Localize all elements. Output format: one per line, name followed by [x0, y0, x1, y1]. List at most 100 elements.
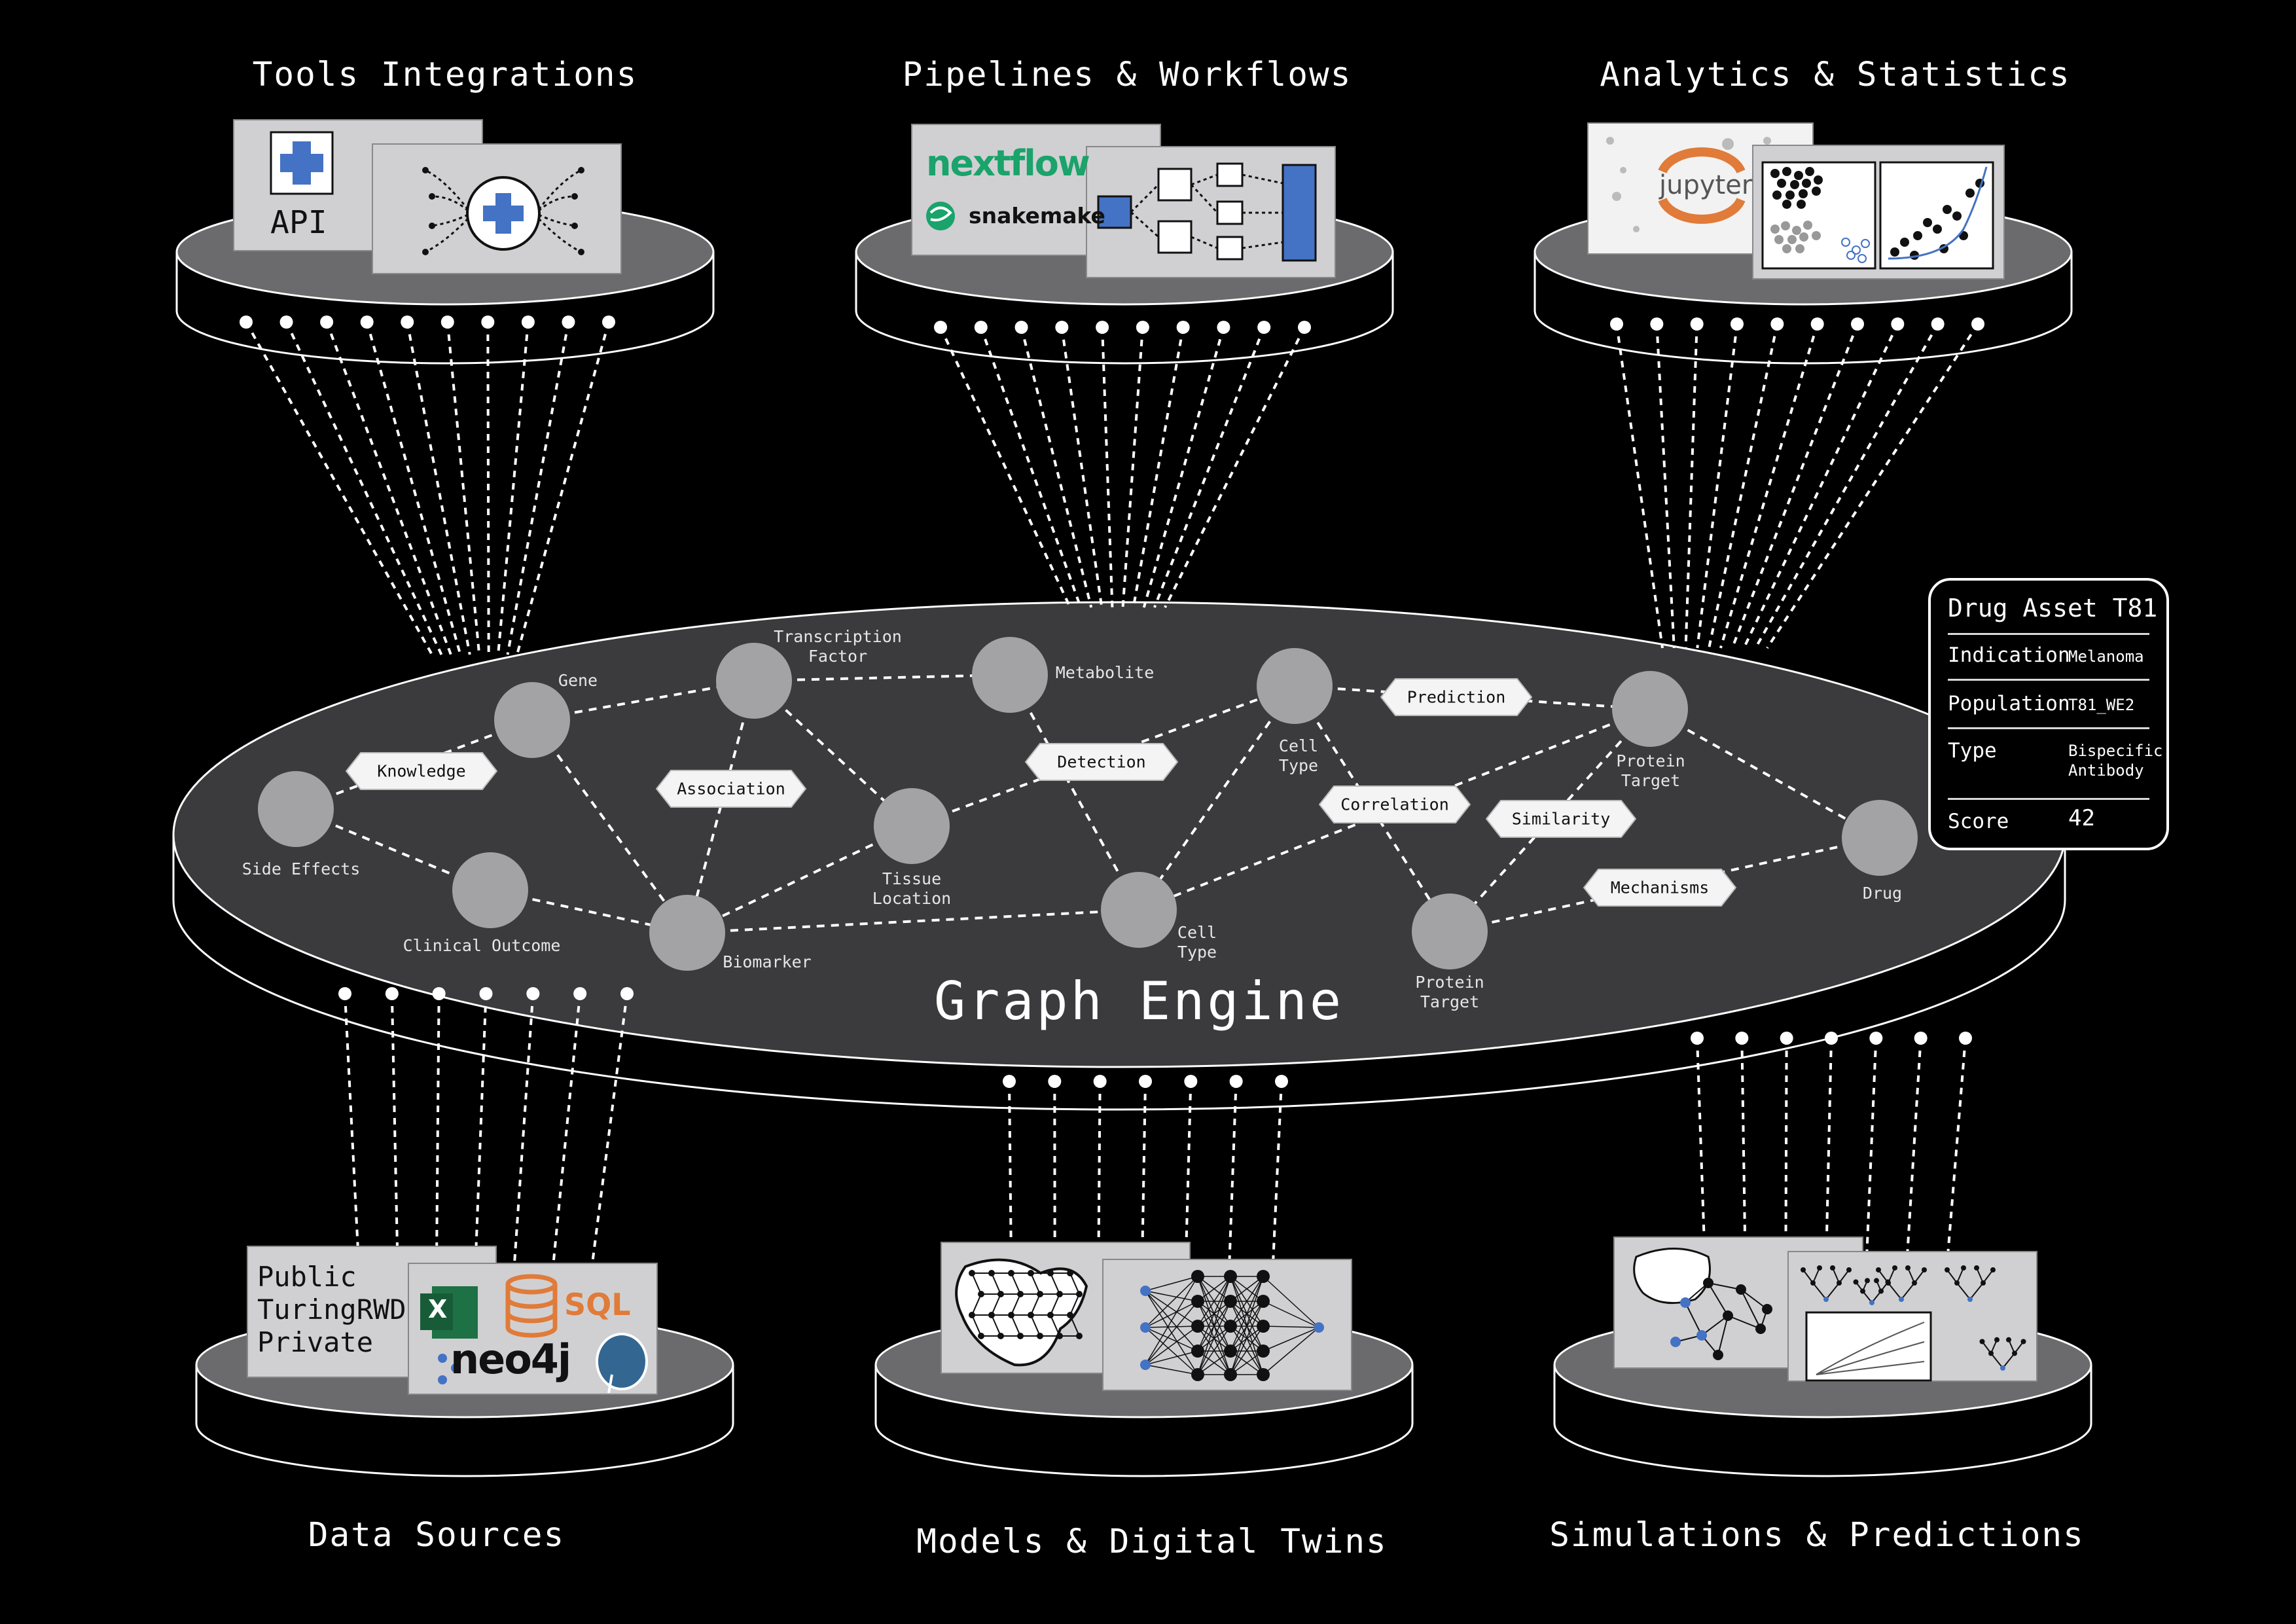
mesh-edge [971, 1314, 982, 1337]
sql-database-icon [505, 1274, 558, 1338]
data-sources-panels [247, 1246, 658, 1395]
mesh-edge [1011, 1272, 1021, 1295]
nn-node [1257, 1344, 1270, 1358]
graph-engine-disk [172, 601, 2066, 1111]
edge-label-shape [1024, 743, 1179, 781]
mesh-node [997, 1291, 1004, 1297]
mesh-node [1047, 1312, 1054, 1318]
tree-edge [1832, 1267, 1840, 1284]
drug-asset-title: Drug Asset T81 [1948, 594, 2158, 623]
nn-edge [1230, 1301, 1264, 1375]
connectors [240, 316, 2065, 1264]
nn-edge [1145, 1350, 1198, 1365]
graph-node-cellBot [1101, 872, 1177, 948]
nn-node [1224, 1368, 1237, 1381]
mesh-node [1076, 1333, 1083, 1339]
mesh-node [1056, 1333, 1063, 1339]
tree-edge [1990, 1352, 2003, 1369]
tree-node [1830, 1265, 1835, 1271]
scatter-dot [1805, 167, 1814, 176]
nn-node [1191, 1344, 1204, 1358]
edge-label-association: Association [677, 779, 785, 799]
connector-dot [526, 987, 540, 1000]
scatter-dot [1841, 238, 1850, 247]
graph-node-metabolite [972, 637, 1048, 713]
sim-node [1696, 1330, 1707, 1341]
scatter-dot [1781, 221, 1790, 230]
scatter-dot [1861, 239, 1870, 248]
nn-edge [1197, 1276, 1231, 1302]
tree-node [2012, 1350, 2017, 1356]
nn-edge [1145, 1290, 1198, 1327]
graph-edge [687, 909, 1139, 934]
tree-node [1922, 1267, 1927, 1272]
tree-node [1817, 1265, 1822, 1271]
scatter-dot [1777, 179, 1786, 188]
graph-edge [1009, 674, 1140, 911]
tree-node [1885, 1279, 1891, 1285]
scatter-dot [1782, 200, 1791, 209]
sim-node [1670, 1337, 1681, 1347]
tree-node [1853, 1279, 1859, 1285]
nn-edge [1197, 1350, 1231, 1375]
connector-dot [1055, 321, 1069, 334]
graph-edge [531, 719, 689, 934]
section-title-simulations: Simulations & Predictions [1549, 1516, 2085, 1555]
sim-edge [1740, 1289, 1768, 1310]
connector-dot [1257, 321, 1271, 334]
connectors-models [1003, 1075, 1288, 1264]
scatter-dot [1772, 190, 1782, 200]
connector-dot [1298, 321, 1311, 334]
node-label-metabolite: Metabolite [1055, 663, 1155, 682]
scatter-dot [1812, 187, 1821, 196]
simulations-panels [1613, 1236, 2037, 1382]
nn-edge [1230, 1276, 1264, 1327]
neo4j-node-icon [438, 1354, 460, 1384]
tree-edge [1888, 1282, 1902, 1300]
node-label-gene: Gene [558, 671, 598, 690]
nextflow-logo: nextflow [926, 143, 1090, 184]
section-title-analytics: Analytics & Statistics [1600, 56, 2071, 94]
nn-node [1224, 1320, 1237, 1333]
nn-edge [1263, 1326, 1319, 1328]
sim-edge [1685, 1302, 1702, 1336]
connector-dot [481, 316, 495, 329]
graph-node-tissue [874, 788, 950, 864]
edge-label-shape [1318, 785, 1471, 823]
sim-edge [1701, 1315, 1729, 1336]
connector-dot [1731, 317, 1744, 331]
mesh-node [1067, 1270, 1073, 1276]
node-label-biomarker: Biomarker [723, 952, 812, 971]
card-divider [1948, 727, 2149, 729]
connector-dot [338, 987, 351, 1000]
connector-dot [385, 987, 399, 1000]
card-value-score: 42 [2068, 805, 2095, 831]
tree-edge [1901, 1282, 1915, 1300]
tree-edge [1907, 1267, 1915, 1284]
mesh-body-icon [955, 1258, 1088, 1367]
data-source-list: Public TuringRWD Private [257, 1261, 406, 1359]
mesh-node [1056, 1291, 1063, 1297]
connector-dot [440, 316, 454, 329]
graph-edge [687, 825, 912, 934]
mesh-node [1008, 1270, 1014, 1276]
mesh-edge [971, 1293, 982, 1316]
connector-dot [1096, 321, 1109, 334]
mesh-node [997, 1333, 1004, 1339]
mesh-node [1017, 1333, 1024, 1339]
tree-edge [1946, 1269, 1958, 1284]
drug-asset-card[interactable]: Drug Asset T81 Indication Melanoma Popul… [1928, 578, 2169, 850]
connectors-pipelines [934, 321, 1311, 608]
tree-node [1823, 1297, 1829, 1302]
connector-dot [401, 316, 414, 329]
scatter-dot [1770, 225, 1780, 234]
nn-edge [1145, 1326, 1198, 1365]
connector-dot [1229, 1075, 1243, 1088]
nn-node [1257, 1295, 1270, 1308]
scatter-dot [1846, 251, 1856, 260]
regression-curve [1888, 166, 1988, 260]
nn-edge [1230, 1276, 1264, 1352]
